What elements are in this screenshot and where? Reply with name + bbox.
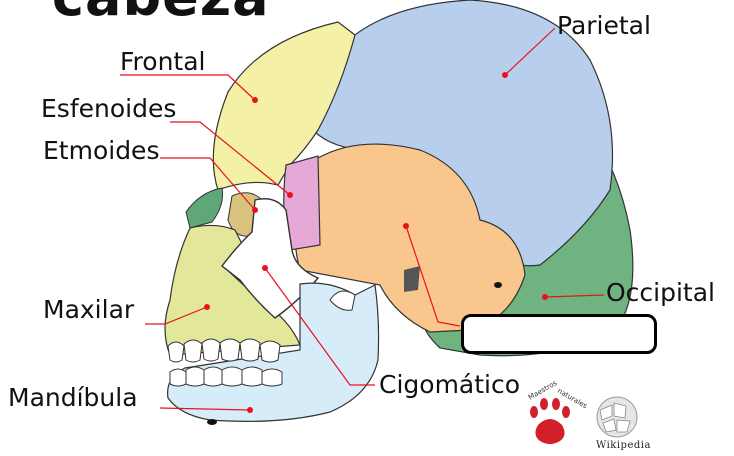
- occipital-dot: [494, 282, 502, 288]
- svg-text:naturales: naturales: [556, 387, 589, 411]
- paw-logo: Maestros naturales: [527, 379, 589, 444]
- label-esfenoides: Esfenoides: [41, 96, 176, 121]
- mental-foramen: [207, 419, 217, 425]
- label-etmoides: Etmoides: [43, 138, 159, 163]
- nasal-bone: [186, 188, 223, 228]
- label-cigomatico: Cigomático: [379, 372, 520, 397]
- label-parietal: Parietal: [557, 13, 651, 38]
- label-frontal: Frontal: [120, 49, 206, 74]
- wikipedia-wordmark: Wikipedia: [596, 440, 651, 451]
- page-title: cabeza: [52, 0, 270, 24]
- answer-input-box[interactable]: [461, 314, 657, 354]
- label-mandibula: Mandíbula: [8, 385, 138, 410]
- wikipedia-globe-logo: [597, 397, 637, 437]
- label-occipital: Occipital: [606, 280, 715, 305]
- ear-canal: [404, 266, 420, 292]
- label-maxilar: Maxilar: [43, 297, 134, 322]
